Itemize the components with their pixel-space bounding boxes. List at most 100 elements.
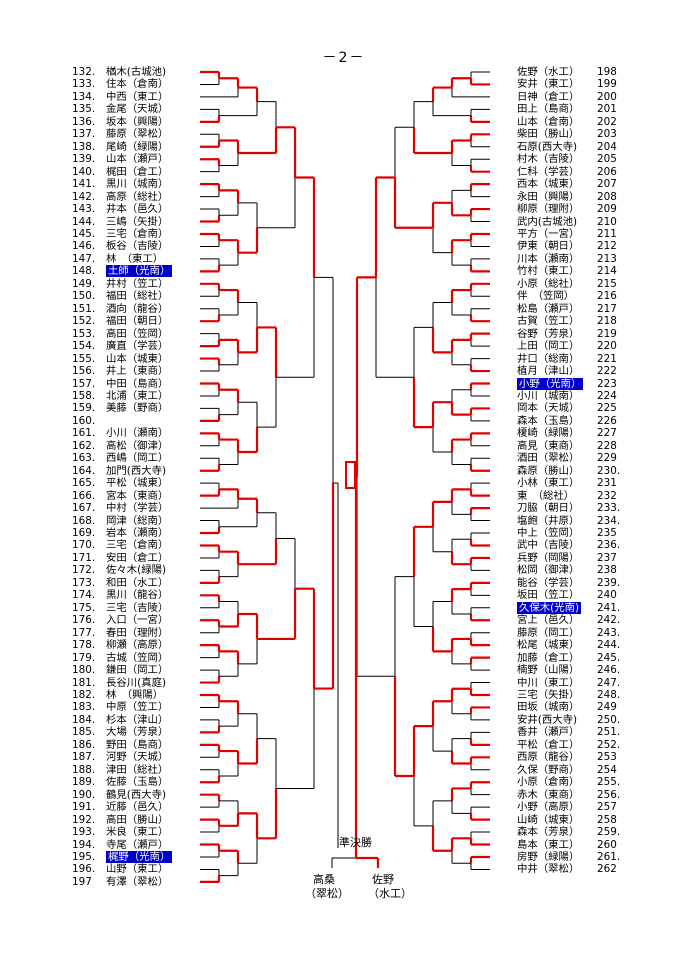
left-player-name: 佐々木(緑陽) — [106, 564, 167, 577]
left-player-name: 加門(西大寺) — [106, 464, 167, 477]
right-seed-number: 206 — [597, 165, 617, 178]
right-player-name: 中川（東工） — [517, 676, 580, 689]
page-title: －2－ — [322, 50, 366, 66]
left-player-name: 藤原（翠松） — [106, 128, 169, 141]
right-seed-number: 229 — [597, 452, 617, 465]
right-seed-number: 212 — [597, 240, 617, 253]
right-seed-number: 240 — [597, 589, 617, 602]
left-seed-number: 181. — [72, 676, 96, 689]
left-player-name: 三宅（吉陵） — [106, 601, 169, 614]
right-seed-number: 251. — [597, 726, 621, 739]
left-seed-number: 136. — [72, 115, 96, 128]
right-seed-number: 226 — [597, 414, 617, 427]
right-player-name: 伊東（朝日） — [517, 240, 580, 253]
right-seed-number: 220 — [597, 340, 617, 353]
left-seed-number: 187. — [72, 751, 96, 764]
left-player-name: 中原（笠工） — [106, 701, 169, 714]
right-seed-number: 237 — [597, 551, 617, 564]
right-player-name: 植月（津山） — [517, 365, 580, 378]
right-player-name: 仁科（学芸） — [517, 165, 580, 178]
left-seed-number: 161. — [72, 427, 96, 440]
left-seed-number: 132. — [72, 66, 96, 78]
right-seed-number: 218 — [597, 315, 617, 328]
right-player-name: 松島（瀬戸） — [517, 302, 580, 315]
left-player-name: 佐藤（玉島） — [106, 776, 169, 789]
left-player-name: 岡津（総南） — [106, 514, 169, 527]
left-seed-number: 174. — [72, 589, 96, 602]
final-right-name: 佐野 — [372, 873, 394, 886]
right-player-name: 岡本（天城） — [517, 402, 580, 415]
left-seed-number: 170. — [72, 539, 96, 552]
left-player-name: 中西（東工） — [106, 90, 169, 103]
left-player-name: 尾崎（緑陽） — [106, 140, 169, 153]
left-player-name: 高松（御津） — [106, 439, 169, 452]
left-player-name: 和田（水工） — [106, 576, 169, 589]
right-seed-number: 233. — [597, 502, 621, 515]
left-player-name: 柳瀬（高原） — [106, 639, 169, 652]
right-player-name: 永田（興陽） — [517, 190, 580, 203]
left-seed-number: 184. — [72, 713, 96, 726]
right-player-name: 塩飽（井原） — [517, 514, 580, 527]
right-seed-number: 262 — [597, 863, 617, 876]
left-player-name: 近藤（邑久） — [106, 801, 169, 814]
right-player-name: 能谷（学芸） — [517, 576, 580, 589]
left-player-name: 山野（東工） — [106, 863, 169, 876]
right-seed-number: 228 — [597, 439, 617, 452]
left-player-name: 山本（瀬戸） — [106, 153, 169, 166]
left-player-name: 梶田（倉工） — [106, 165, 169, 178]
right-player-name: 山本（倉南） — [517, 115, 580, 128]
left-player-name: 中村（学芸） — [106, 502, 169, 515]
left-seed-number: 192. — [72, 813, 96, 826]
left-player-name: 平松（城東） — [106, 477, 169, 490]
right-player-name: 柴田（勝山） — [517, 128, 580, 141]
left-seed-number: 197 — [72, 875, 92, 888]
right-player-name: 石原(西大寺) — [517, 140, 578, 153]
left-player-name: 福田（総社） — [106, 290, 169, 303]
right-player-name: 小林（東工） — [517, 477, 580, 490]
right-player-name: 久保（野商） — [517, 763, 580, 776]
right-player-name: 佐野（水工） — [517, 66, 580, 78]
left-seed-number: 171. — [72, 551, 96, 564]
left-player-name: 黒川（龍谷） — [106, 589, 169, 602]
right-seed-number: 255. — [597, 776, 621, 789]
left-seed-number: 160. — [72, 414, 96, 427]
right-seed-number: 253 — [597, 751, 617, 764]
left-player-name: 米良（東工） — [106, 826, 169, 839]
right-seed-number: 227 — [597, 427, 617, 440]
right-seed-number: 246. — [597, 664, 621, 677]
right-seed-number: 222 — [597, 365, 617, 378]
right-seed-number: 260 — [597, 838, 617, 851]
right-player-name: 小野（光南） — [517, 377, 584, 390]
right-seed-number: 257 — [597, 801, 617, 814]
left-player-name: 大場（芳泉） — [106, 726, 169, 739]
right-player-name: 柳原（理附） — [517, 203, 580, 216]
final-left-name: 高桑 — [313, 873, 335, 886]
left-seed-number: 135. — [72, 103, 96, 116]
left-seed-number: 178. — [72, 639, 96, 652]
right-seed-number: 207 — [597, 178, 617, 191]
left-seed-number: 148. — [72, 265, 96, 278]
right-seed-number: 208 — [597, 190, 617, 203]
right-seed-number: 239. — [597, 576, 621, 589]
right-player-name: 田上（島商） — [517, 103, 580, 116]
right-player-name: 武中（吉陵） — [517, 539, 580, 552]
right-player-name: 藤原（岡工） — [517, 626, 580, 639]
left-player-name: 井上（東商） — [106, 365, 169, 378]
left-seed-number: 138. — [72, 140, 96, 153]
left-seed-number: 169. — [72, 527, 96, 540]
left-player-name: 板谷（吉陵） — [106, 240, 169, 253]
right-seed-number: 235 — [597, 527, 617, 540]
right-player-name: 榎崎（緑陽） — [517, 427, 580, 440]
right-player-name: 島本（東工） — [517, 838, 580, 851]
left-seed-number: 180. — [72, 664, 96, 677]
right-player-name: 森原（勝山） — [517, 464, 580, 477]
right-player-name: 松尾（城東） — [517, 639, 580, 652]
left-seed-number: 165. — [72, 477, 96, 490]
left-seed-number: 143. — [72, 203, 96, 216]
left-seed-number: 146. — [72, 240, 96, 253]
right-player-name: 松岡（御津） — [517, 564, 580, 577]
left-seed-number: 137. — [72, 128, 96, 141]
left-player-name: 小川（瀬南） — [106, 427, 169, 440]
right-player-name: 東 （総社） — [517, 489, 575, 502]
